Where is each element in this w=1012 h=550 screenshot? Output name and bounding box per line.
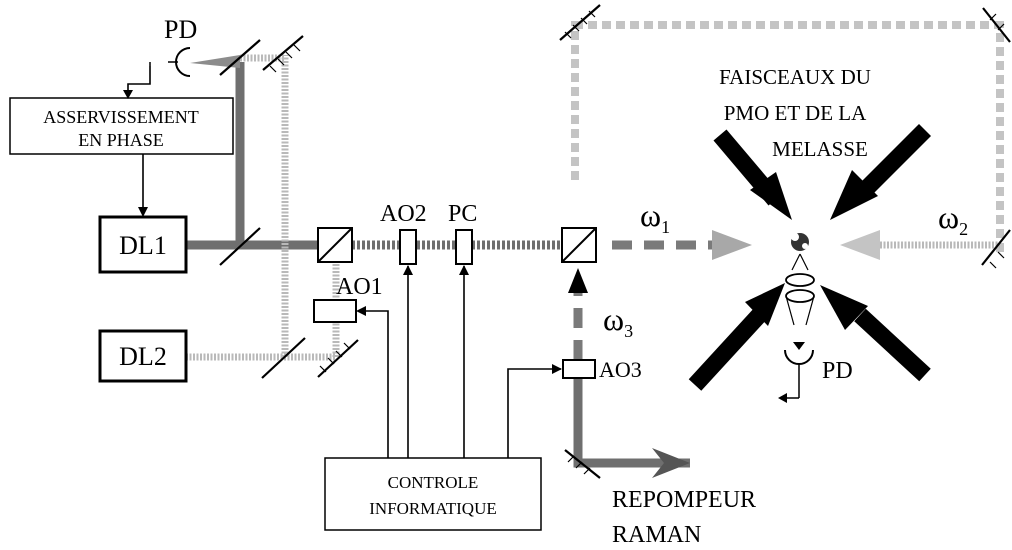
beam-splitter-cube-2 [561,227,597,263]
control-to-ao3-arrowhead [552,364,562,374]
control-to-ao1-wire [358,310,389,458]
mot-label-line3: MELASSE [772,137,868,161]
ao1-modulator [313,299,357,323]
pd-to-lock-wire [127,66,151,98]
omega1-arrow [712,230,752,260]
mot-arrowhead-upper-right [830,170,878,220]
control-label-line2: INFORMATIQUE [369,499,497,518]
omega2-label: ω2 [938,199,968,239]
mot-beam-lower-left [688,306,769,391]
pd-to-lock-arrowhead [123,90,133,99]
lock-to-dl1-arrowhead [138,207,148,217]
pc-modulator [455,229,473,265]
photodiode-bottom-icon [778,342,814,403]
mot-label-line2: PMO ET DE LA [724,101,867,125]
mirror-ao1 [317,339,359,378]
omega1-label: ω1 [640,197,670,237]
mirror-frame-top-left [559,4,601,41]
mirror-dl1-splitter [219,227,261,266]
ao3-label: AO3 [599,357,642,382]
mirror-frame-bottom-right [981,229,1011,269]
mot-arrowhead-lower-left [745,283,785,326]
mirror-frame-top-right [982,7,1011,43]
omega3-label: ω3 [603,301,633,341]
pd-bottom-label: PD [822,358,853,384]
mirror-top-left [219,39,261,76]
photodiode-top-icon [149,47,191,77]
phase-lock-label-line2: EN PHASE [78,130,164,150]
dl1-label: DL1 [119,231,167,260]
phase-lock-label-line1: ASSERVISSEMENT [43,107,199,127]
collection-lens-icon [785,253,815,326]
repump-label-line1: REPOMPEUR [612,487,756,513]
control-to-ao1-arrowhead [356,306,366,316]
phase-lock-box [9,97,234,155]
atom-cloud-icon [791,233,809,251]
pc-label: PC [448,201,477,227]
mot-beam-lower-right [854,308,931,382]
mot-arrowhead-upper-left [750,172,792,220]
pd-top-label: PD [164,15,197,44]
dl2-label: DL2 [119,342,167,371]
computer-control-box [324,457,542,531]
dl1-laser-box [98,215,188,274]
mirror-top-right [262,35,304,73]
beam-splitter-cube-1 [317,227,353,263]
mirror-dl2-splitter [261,337,306,379]
ao2-modulator [399,229,417,265]
mot-beam-frame [571,21,1004,255]
mirror-repump [564,449,601,479]
dl2-laser-box [98,329,188,383]
control-to-ao2-arrowhead [403,265,413,275]
mot-beam-upper-right [853,123,932,202]
ao3-modulator [562,359,596,379]
ao2-label: AO2 [380,201,427,227]
control-to-pc-arrowhead [459,265,469,275]
mot-arrowhead-lower-right [820,285,868,330]
repump-label-line2: RAMAN [612,522,701,548]
omega2-arrow [840,230,880,260]
control-to-ao3-wire [507,368,561,458]
pd-beam-cone [190,55,240,68]
repump-arrow [652,448,690,478]
omega3-arrow [568,268,588,293]
ao1-label: AO1 [336,274,383,300]
control-label-line1: CONTROLE [388,473,479,492]
repump-beam [573,378,690,468]
mot-label-line1: FAISCEAUX DU [719,65,871,89]
